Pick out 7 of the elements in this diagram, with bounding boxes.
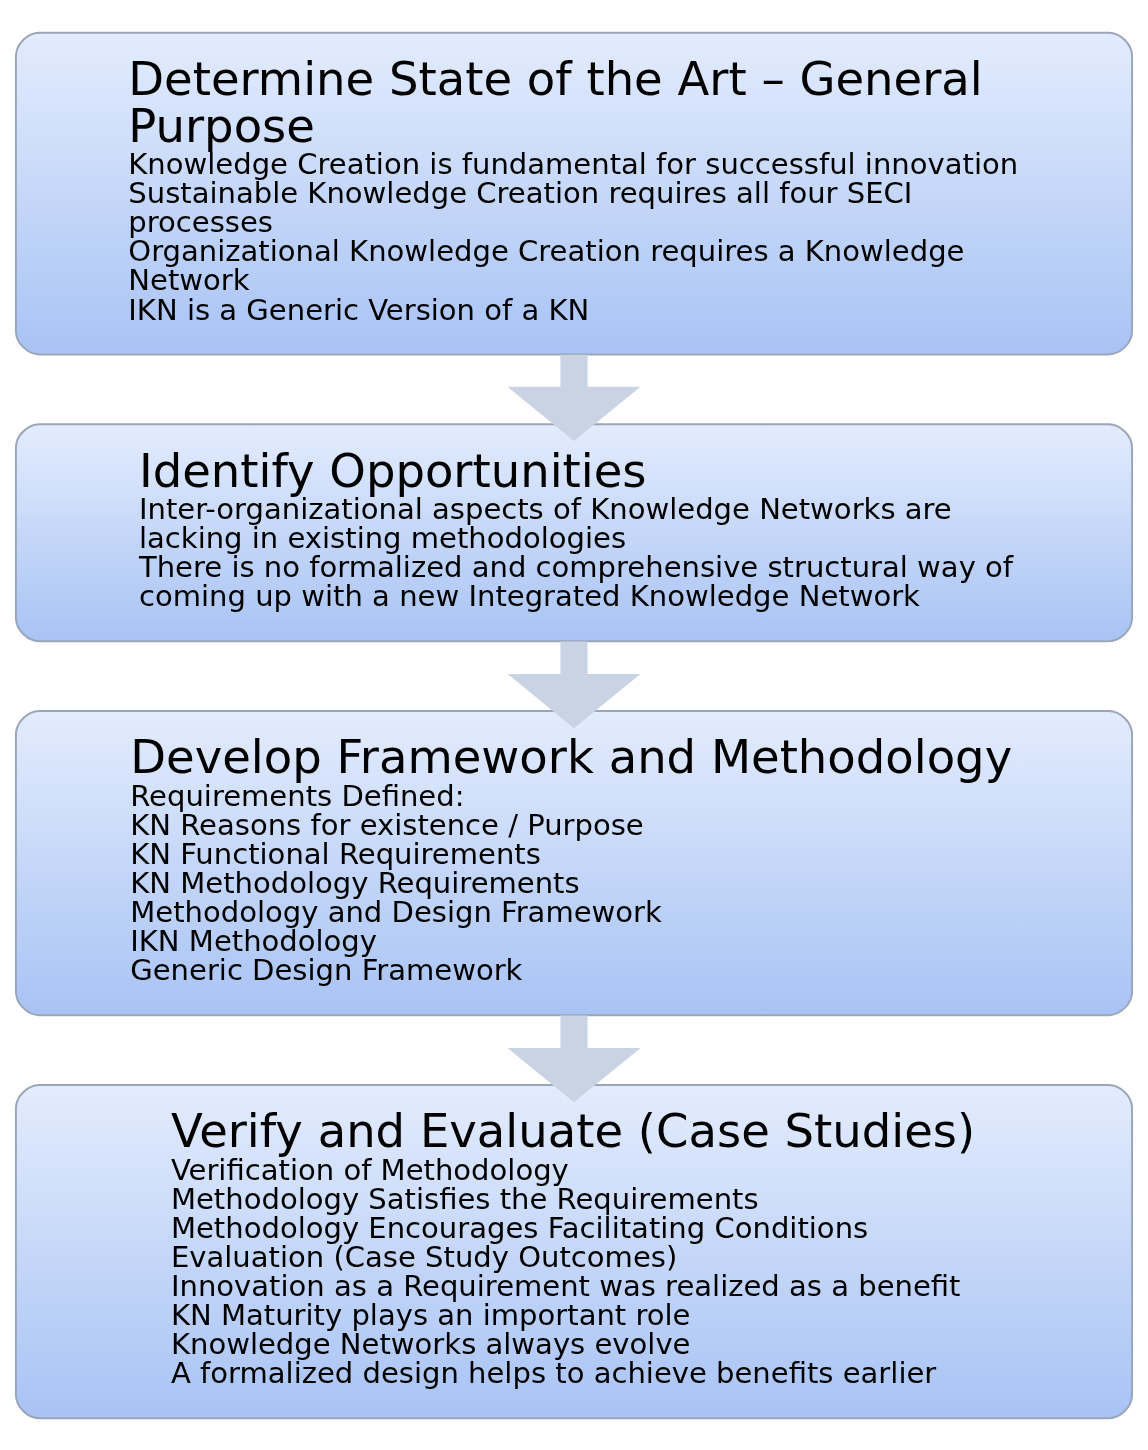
node-box: Develop Framework and Methodology Requirements Defined: KN Reasons for existence / Purpose KN Functional Requirements KN Methodology Requirements Methodology and Design Framework IKN Methodology Generic Design Framework <box>14 709 1134 1016</box>
node-box: Verify and Evaluate (Case Studies) Verification of Methodology Methodology Satisfies the Requirements Methodology Encourages Facilitating Conditions Evaluation (Case Study Outcomes) Innovation as a Requirement was realized as a benefit KN Maturity plays an important role Knowledge Networks always evolve A formalized design helps to achieve benefits earlier <box>14 1083 1134 1419</box>
arrow <box>507 641 641 728</box>
arrow <box>507 1014 641 1102</box>
node-box: Identify Opportunities Inter-organizational aspects of Knowledge Networks are lacking in existing methodologies There is no formalized and comprehensive structural way of coming up with a new Integrated Knowledge Network <box>14 422 1134 642</box>
node-box: Determine State of the Art – General Purpose Knowledge Creation is fundamental for successful innovation Sustainable Knowledge Creation requires all four SECI processes Organizational Knowledge Creation requires a Knowledge Network IKN is a Generic Version of a KN <box>14 31 1134 355</box>
arrow <box>507 354 641 441</box>
